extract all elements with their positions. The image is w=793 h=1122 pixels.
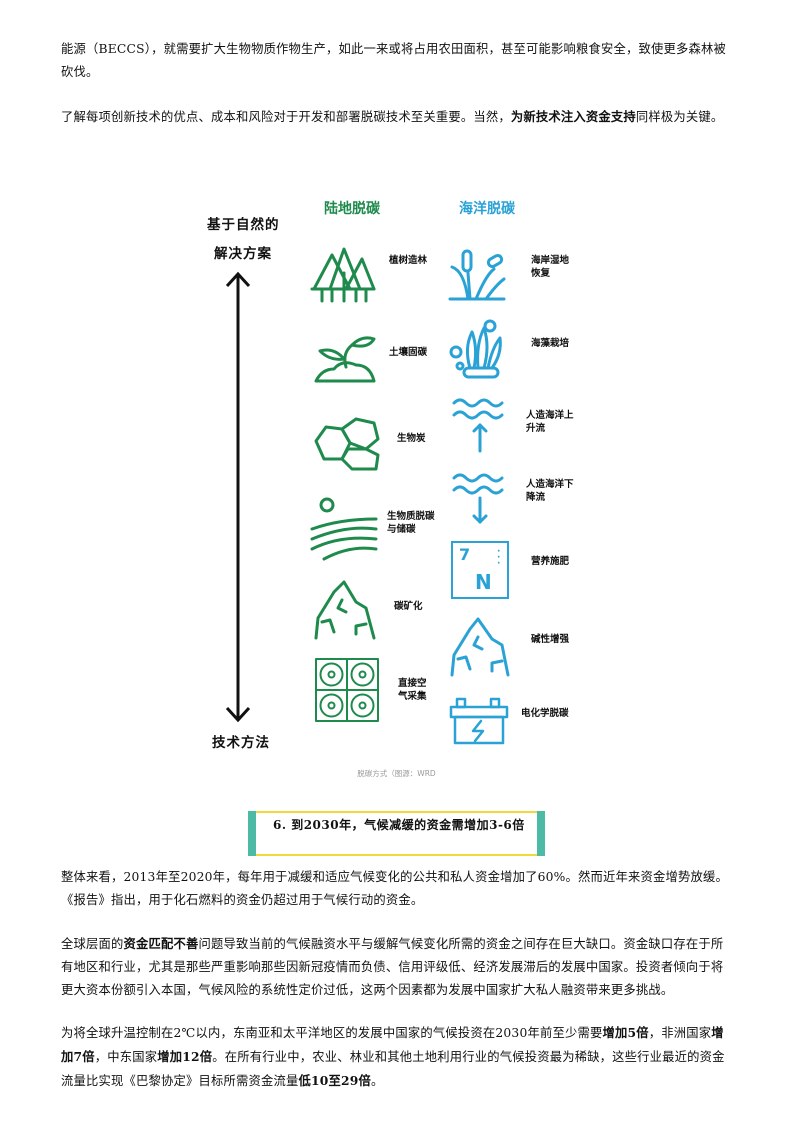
text: 。在所有行业中，农业、林业和其他土地利用行业的气候投资最为稀缺，这些行业最近的资… — [61, 1050, 725, 1088]
ocean-item-label: 人造海洋上升流 — [526, 410, 574, 434]
text: 同样极为关键。 — [635, 110, 724, 124]
biochar-icon — [314, 417, 380, 471]
paragraph-funding-trend: 整体来看，2013年至2020年，每年用于减缓和适应气候变化的公共和私人资金增加… — [61, 870, 728, 907]
alkalinity-rock-icon — [450, 617, 510, 677]
wetland-reed-icon — [448, 249, 506, 301]
ocean-item-label: 海藻栽培 — [531, 338, 570, 349]
dots: ··· — [497, 547, 501, 569]
axis-top-label-2: 解决方案 — [214, 246, 272, 262]
land-item-label: 直接空气采集 — [398, 678, 427, 702]
section-heading-box: 6. 到2030年，气候减缓的资金需增加3-6倍 — [248, 811, 545, 856]
ocean-item-label: 人造海洋下降流 — [526, 479, 574, 503]
sprout-icon — [314, 336, 376, 383]
land-item-label: 土壤固碳 — [389, 347, 428, 358]
element-symbol: N — [475, 570, 492, 594]
seaweed-icon — [449, 319, 502, 379]
ocean-upwelling-icon — [452, 398, 504, 453]
land-item-label: 生物质脱碳与储碳 — [387, 511, 435, 535]
axis-bottom-label: 技术方法 — [212, 735, 270, 751]
atomic-number: 7 — [459, 545, 471, 564]
bold-text: 资金匹配不善 — [123, 936, 199, 951]
paragraph-funding-mismatch: 全球层面的资金匹配不善问题导致当前的气候融资水平与缓解气候变化所需的资金之间存在… — [61, 932, 733, 1002]
figure-caption: 脱碳方式（图源：WRD — [357, 769, 436, 778]
bold-text: 增加12倍 — [157, 1049, 213, 1064]
battery-icon — [449, 697, 509, 745]
bold-text: 为新技术注入资金支持 — [510, 109, 636, 124]
bold-text: 增加5倍 — [602, 1025, 649, 1040]
text: ，中东国家 — [94, 1050, 158, 1064]
biomass-icon — [310, 497, 378, 561]
direct-air-capture-icon — [315, 658, 379, 722]
text: 为将全球升温控制在2℃以内，东南亚和太平洋地区的发展中国家的气候投资在2030年… — [61, 1026, 603, 1040]
text: ，非洲国家 — [648, 1026, 712, 1040]
ocean-item-label: 营养施肥 — [531, 556, 570, 567]
nitrogen-element-icon: 7 N ··· — [451, 541, 509, 599]
land-item-label: 植树造林 — [389, 255, 428, 266]
text: 。 — [370, 1074, 384, 1088]
paragraph-investment-needs: 为将全球升温控制在2℃以内，东南亚和太平洋地区的发展中国家的气候投资在2030年… — [61, 1021, 733, 1093]
land-item-label: 碳矿化 — [394, 601, 423, 612]
bold-text: 低10至29倍 — [298, 1073, 371, 1088]
axis-top-label-1: 基于自然的 — [207, 217, 280, 233]
section-heading: 6. 到2030年，气候减缓的资金需增加3-6倍 — [273, 818, 525, 832]
land-item-label: 生物炭 — [397, 433, 426, 444]
paragraph-innovation: 了解每项创新技术的优点、成本和风险对于开发和部署脱碳技术至关重要。当然，为新技术… — [61, 105, 733, 129]
paragraph-beccs: 能源（BECCS），就需要扩大生物物质作物生产，如此一来或将占用农田面积，甚至可… — [61, 42, 726, 79]
land-title: 陆地脱碳 — [324, 201, 380, 217]
ocean-downwelling-icon — [452, 473, 504, 524]
ocean-item-label: 碱性增强 — [531, 634, 570, 645]
double-arrow-icon — [225, 271, 251, 723]
forest-icon — [310, 247, 376, 303]
ocean-item-label: 电化学脱碳 — [521, 708, 569, 719]
text: 了解每项创新技术的优点、成本和风险对于开发和部署脱碳技术至关重要。当然， — [61, 110, 511, 124]
text: 问题导致当前的气候融资水平与缓解气候变化所需的资金之间存在巨大缺口。资金缺口存在… — [61, 937, 724, 997]
bold-text: 增加7倍 — [61, 1025, 724, 1064]
ocean-title: 海洋脱碳 — [459, 201, 515, 217]
mineral-rock-icon — [314, 580, 376, 640]
text: 全球层面的 — [61, 937, 124, 951]
ocean-item-label: 海岸湿地恢复 — [531, 255, 570, 279]
